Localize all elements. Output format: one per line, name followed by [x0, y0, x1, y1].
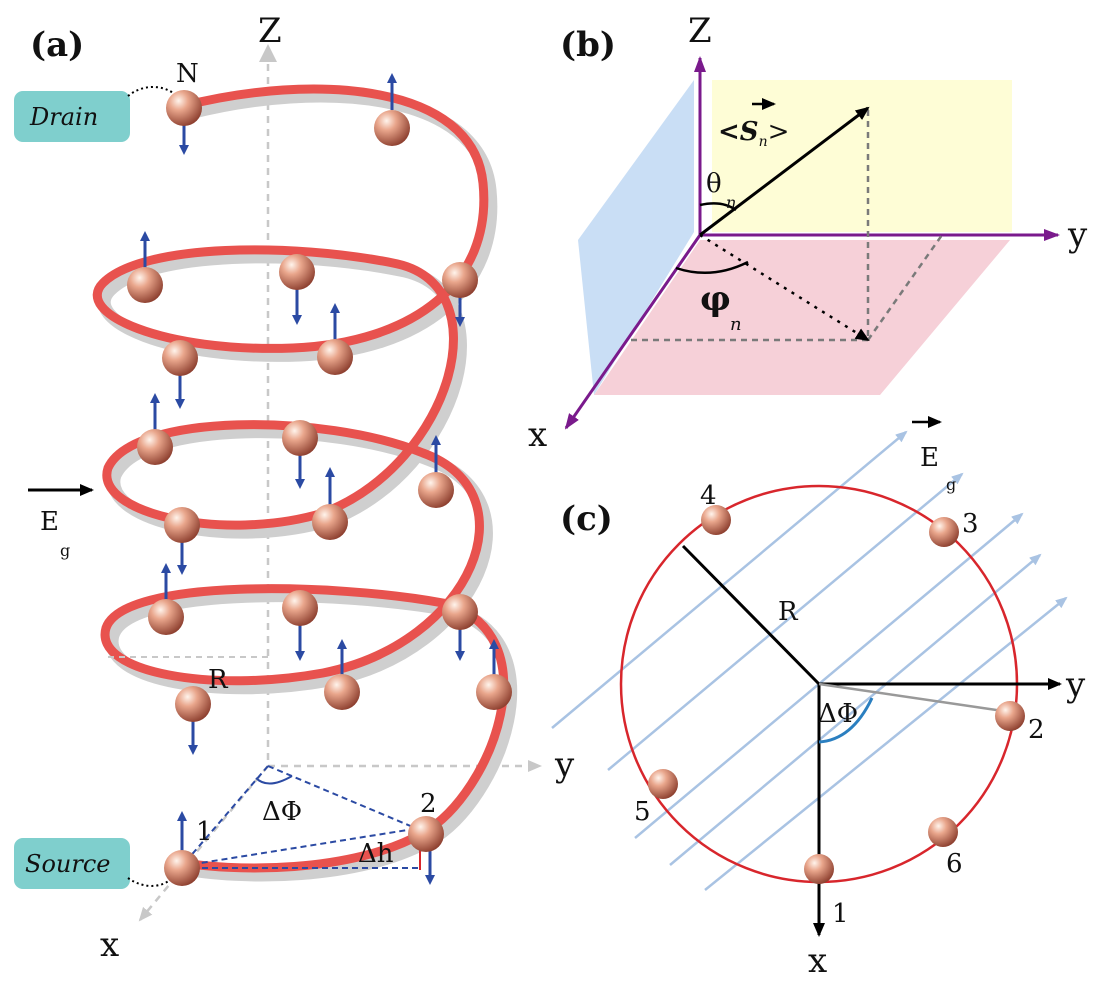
theta-sub: n: [726, 193, 736, 212]
site2-radius-c: [818, 682, 1011, 714]
radius-line-c: [681, 544, 821, 686]
site-n-label: N: [176, 59, 199, 89]
panel-a-label: (a): [30, 25, 84, 65]
drain-box: [14, 91, 130, 142]
site2-label-a: 2: [420, 789, 437, 819]
z-axis-a-label: Z: [258, 11, 282, 51]
site-5-label-c: 5: [634, 797, 651, 827]
spin-label: <Sn>: [718, 117, 789, 150]
z-axis-a-head: [259, 44, 277, 62]
panel-b: (b) Z y x <Sn> θ n φ n: [528, 11, 1088, 455]
source-box: [14, 838, 130, 889]
sites-a: [127, 90, 512, 886]
spin-label-sub: n: [759, 134, 768, 150]
panel-a: (a) Z y x Drain Source R: [14, 11, 575, 965]
dphi-arc-a: [255, 775, 293, 785]
dh-label: Δh: [358, 839, 394, 869]
site2-radius: [267, 765, 421, 831]
x-axis-c-label: x: [808, 941, 827, 981]
spin-vector: [699, 106, 870, 237]
spin-label-open: <S: [718, 117, 759, 147]
spin-label-close: >: [768, 117, 790, 147]
phi-arc: [675, 260, 749, 274]
plane-zy: [712, 80, 1012, 232]
sites-c: [648, 505, 1025, 884]
field-label-a: E: [40, 507, 59, 537]
theta-arc: [699, 202, 737, 212]
y-axis-a-label: y: [554, 745, 575, 785]
dphi-arc-c: [818, 697, 874, 744]
theta-label: θ: [706, 169, 722, 199]
chord-line: [181, 827, 421, 867]
site1-radius: [181, 765, 269, 867]
panel-b-label: (b): [560, 25, 616, 65]
plane-xz: [578, 80, 694, 395]
dphi-label-a: ΔΦ: [262, 797, 302, 827]
source-connector: [127, 874, 176, 887]
dphi-label-c: ΔΦ: [818, 699, 858, 729]
drain-connector: [127, 85, 181, 101]
plane-xy: [594, 240, 1010, 395]
phi-label: φ: [700, 279, 731, 319]
site-6-label-c: 6: [946, 849, 963, 879]
projection-lines: [628, 110, 944, 342]
y-axis-b-label: y: [1067, 215, 1088, 255]
x-axis-b: [564, 234, 702, 430]
phi-sub: n: [730, 314, 742, 335]
source-label: Source: [25, 850, 110, 878]
field-sub-c: g: [946, 475, 956, 494]
field-lines-c: [551, 430, 1068, 891]
spin-arrows-a: [140, 73, 499, 885]
site-1-label-c: 1: [832, 899, 849, 929]
site-4-label-c: 4: [700, 481, 717, 511]
x-axis-a-label: x: [100, 925, 119, 965]
site-3-label-c: 3: [962, 509, 979, 539]
y-axis-c-label: y: [1065, 665, 1086, 705]
drain-label: Drain: [29, 103, 98, 131]
panel-c: (c) E g R y x ΔΦ: [551, 416, 1086, 981]
site1-label-a: 1: [196, 817, 213, 847]
site-2-label-c: 2: [1028, 715, 1045, 745]
x-axis-b-label: x: [528, 415, 547, 455]
z-axis-b-label: Z: [688, 11, 712, 51]
panel-c-label: (c): [560, 499, 613, 539]
helix-strand: [92, 84, 509, 873]
radius-label-c: R: [778, 597, 799, 627]
radius-label-a: R: [208, 665, 229, 695]
field-label-c: E: [920, 443, 939, 473]
spin-projection: [699, 233, 870, 342]
field-sub-a: g: [60, 541, 70, 560]
